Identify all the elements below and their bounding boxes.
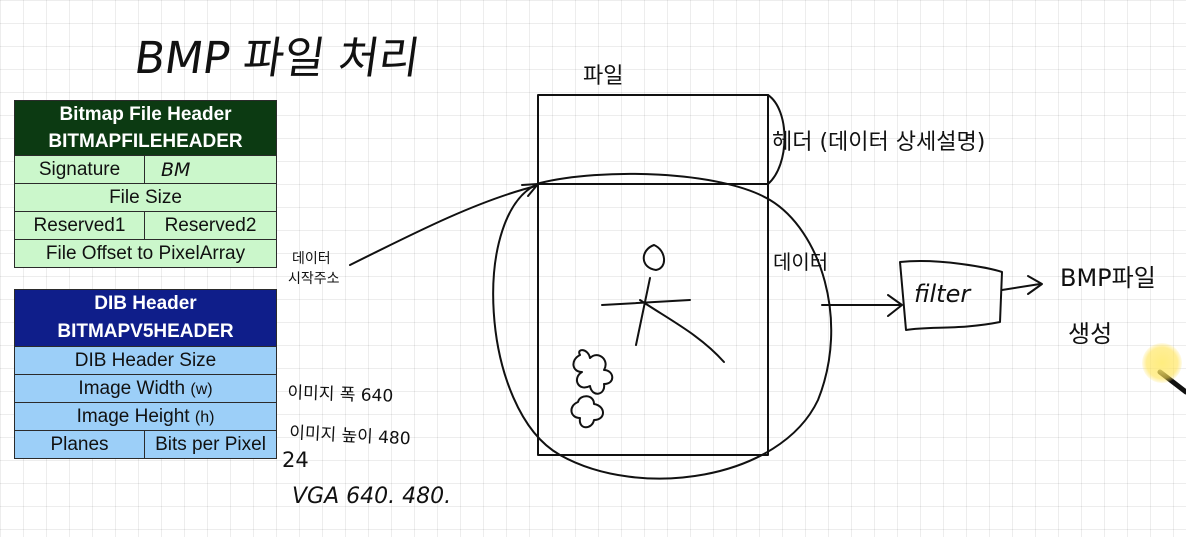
reserved2-cell: Reserved2 <box>143 211 278 240</box>
file-header-title: Bitmap File Header BITMAPFILEHEADER <box>13 100 278 156</box>
filter-input-arrowhead <box>887 294 903 317</box>
dib-header-title: DIB Header BITMAPV5HEADER <box>14 289 277 347</box>
filter-box <box>899 260 1003 331</box>
signature-value: BM <box>143 155 278 184</box>
header-brace <box>767 94 786 185</box>
data-note: 데이터 <box>773 250 829 274</box>
width-note: 이미지 폭 640 <box>287 382 394 407</box>
offset-cell: File Offset to PixelArray <box>13 239 278 268</box>
figure-leg <box>639 299 725 363</box>
output-note-line1: BMP파일 <box>1060 264 1156 292</box>
offset-arrow <box>349 185 537 266</box>
file-label: 파일 <box>583 64 624 89</box>
bpp-note: 24 <box>282 448 309 472</box>
bpp-cell: Bits per Pixel <box>144 430 277 459</box>
header-note: 헤더 (데이터 상세설명) <box>772 130 986 155</box>
figure-body <box>635 277 651 346</box>
output-arrowhead <box>1027 275 1043 295</box>
file-rectangle <box>537 94 769 456</box>
flower-1 <box>572 349 614 395</box>
offset-note-line1: 데이터 <box>292 251 331 267</box>
data-circle <box>492 172 833 480</box>
filter-label: filter <box>914 280 971 308</box>
image-height-cell: Image Height (h) <box>14 402 277 431</box>
figure-arms <box>601 299 691 306</box>
planes-cell: Planes <box>14 430 145 459</box>
offset-arrowhead <box>521 183 539 197</box>
output-arrow <box>1001 283 1041 291</box>
output-note-line2: 생성 <box>1068 320 1113 348</box>
image-width-cell: Image Width (w) <box>14 374 277 403</box>
pen-highlight <box>1142 343 1182 383</box>
reserved1-cell: Reserved1 <box>14 211 145 240</box>
offset-note-line2: 시작주소 <box>288 271 340 287</box>
dib-header-size-cell: DIB Header Size <box>14 346 277 375</box>
dib-header-table: DIB Header BITMAPV5HEADER DIB Header Siz… <box>14 289 277 459</box>
flower-2 <box>570 395 604 429</box>
bitmap-file-header-table: Bitmap File Header BITMAPFILEHEADER Sign… <box>13 100 278 268</box>
file-size-cell: File Size <box>13 183 278 212</box>
figure-head <box>642 244 665 271</box>
vga-note: VGA 640. 480. <box>292 484 452 509</box>
